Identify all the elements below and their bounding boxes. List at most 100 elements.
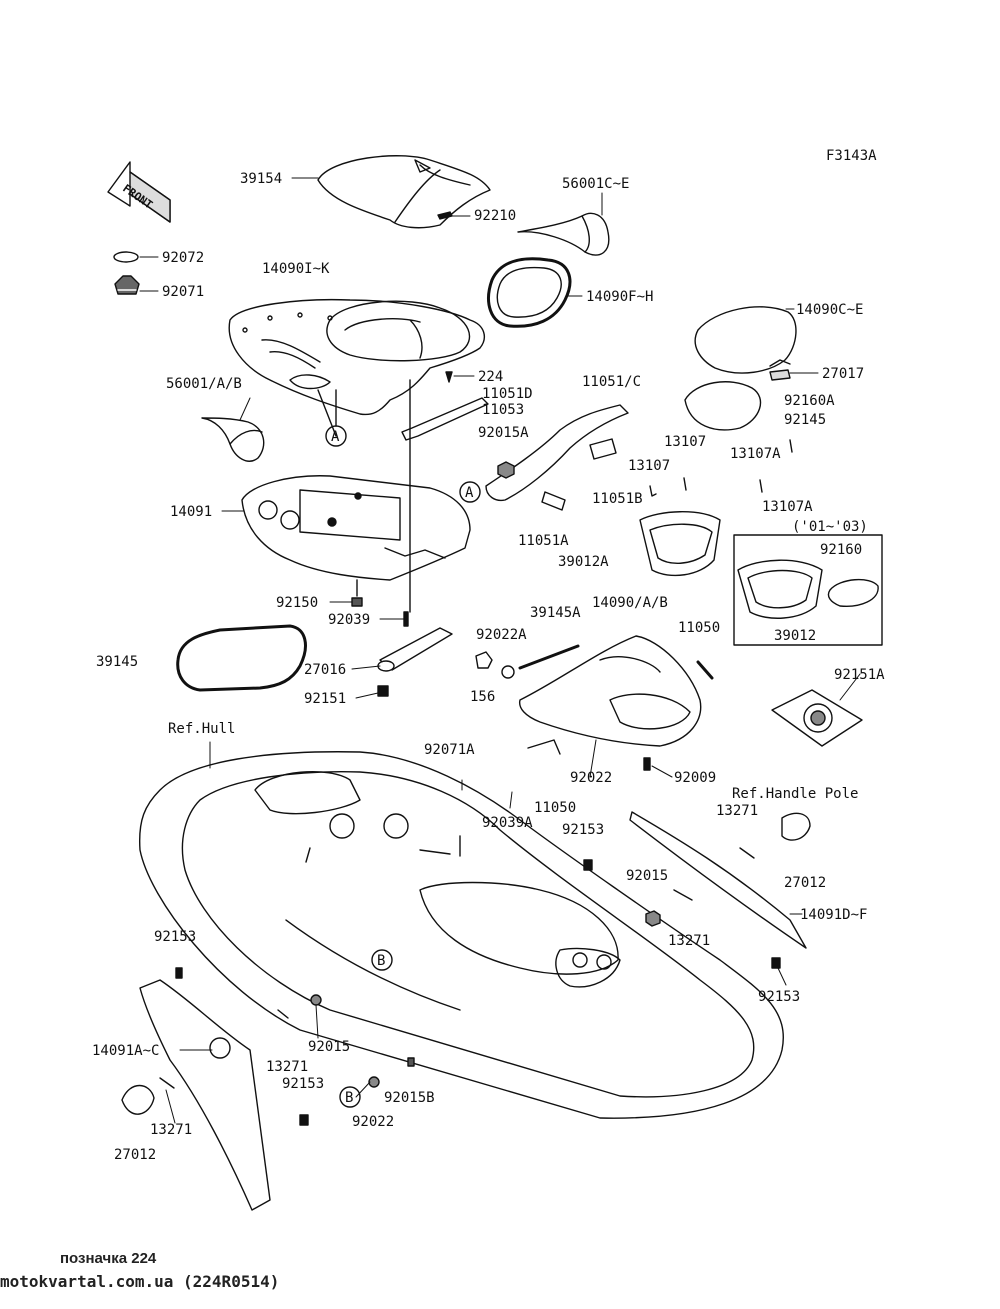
clamp-156-icon (475, 651, 493, 669)
label-14090I: 14090I~K (262, 261, 330, 277)
hull-icon (138, 751, 784, 1119)
top-deck-14090I-icon (228, 298, 486, 416)
caption-source: motokvartal.com.ua (224R0514) (0, 1272, 280, 1291)
label-92022-2: 92022 (352, 1114, 394, 1130)
hook-13107-icon (649, 485, 657, 497)
label-13271-2: 13271 (668, 933, 710, 949)
label-92039: 92039 (328, 612, 370, 628)
label-11051B: 11051B (592, 491, 643, 507)
ring-92072-icon (113, 251, 139, 263)
label-13107A-2: 13107A (762, 499, 813, 515)
label-13271-3: 13271 (266, 1059, 308, 1075)
label-11051A: 11051A (518, 533, 569, 549)
label-92145: 92145 (784, 412, 826, 428)
label-27017: 27017 (822, 366, 864, 382)
label-27012-2: 27012 (114, 1147, 156, 1163)
hood-14090-icon (518, 635, 702, 747)
screw-224-icon (445, 371, 453, 383)
label-39012: 39012 (774, 628, 816, 644)
lid-92160-icon (827, 579, 879, 607)
variant-box (733, 534, 883, 646)
label-92160: 92160 (820, 542, 862, 558)
label-14091: 14091 (170, 504, 212, 520)
label-39145: 39145 (96, 654, 138, 670)
label-13107A-1: 13107A (730, 446, 781, 462)
label-13107-2: 13107 (628, 458, 670, 474)
label-27016: 27016 (304, 662, 346, 678)
label-92071: 92071 (162, 284, 204, 300)
callout-B-1-label: B (377, 953, 385, 969)
label-14091A: 14091A~C (92, 1043, 159, 1059)
label-14090A: 14090/A/B (592, 595, 668, 611)
label-39145A: 39145A (530, 605, 581, 621)
label-56001C: 56001C~E (562, 176, 629, 192)
label-56001A: 56001/A/B (166, 376, 242, 392)
frame-14090F-icon (487, 257, 572, 328)
gasket-39145-icon (176, 624, 307, 692)
cap-56001C-icon (517, 212, 610, 256)
label-13271-4: 13271 (150, 1122, 192, 1138)
pin-92039-icon (403, 611, 409, 627)
label-92015-2: 92015 (308, 1039, 350, 1055)
label-92151A: 92151A (834, 667, 885, 683)
label-0103: ('01~'03) (792, 519, 868, 535)
label-92015A: 92015A (478, 425, 529, 441)
trim-14091D-icon (629, 811, 807, 949)
knob-56001A-icon (201, 417, 265, 462)
label-92039A: 92039A (482, 815, 533, 831)
washer-92022A-icon (501, 665, 515, 679)
label-92210: 92210 (474, 208, 516, 224)
label-156: 156 (470, 689, 495, 705)
label-92022-1: 92022 (570, 770, 612, 786)
label-27012-1: 27012 (784, 875, 826, 891)
label-39012A: 39012A (558, 554, 609, 570)
grip-27012b-icon (121, 1084, 155, 1115)
caption-label: позначка 224 (60, 1250, 157, 1267)
label-14091D: 14091D~F (800, 907, 867, 923)
label-11050-1: 11050 (678, 620, 720, 636)
grip-27012-icon (781, 812, 811, 841)
label-39154: 39154 (240, 171, 282, 187)
callout-A-1-label: A (331, 429, 340, 445)
label-92072: 92072 (162, 250, 204, 266)
label-92022A: 92022A (476, 627, 527, 643)
label-92071A: 92071A (424, 742, 475, 758)
label-ref-hull: Ref.Hull (168, 721, 235, 737)
callout-A-2: A (459, 481, 481, 503)
figure-id: F3143A (826, 148, 877, 164)
label-14090C: 14090C~E (796, 302, 863, 318)
label-11051D: 11051D (482, 386, 533, 402)
pin-11050-icon (696, 660, 714, 680)
label-224: 224 (478, 369, 503, 385)
trim-14091A-icon (139, 979, 271, 1211)
panel-14090C-icon (694, 306, 797, 374)
bolt-92150-icon (351, 597, 363, 607)
label-13271-1: 13271 (716, 803, 758, 819)
label-92153-4: 92153 (282, 1076, 324, 1092)
bolt-92151-icon (377, 685, 389, 697)
label-92150: 92150 (276, 595, 318, 611)
seat-cover-39154 (317, 155, 491, 229)
callout-A-2-label: A (465, 485, 474, 501)
callout-B-2-label: B (345, 1090, 353, 1106)
label-11050-2: 11050 (534, 800, 576, 816)
label-ref-handle-pole: Ref.Handle Pole (732, 786, 858, 802)
bracket-11051-icon (401, 397, 629, 511)
label-13107-1: 13107 (664, 434, 706, 450)
label-14090F: 14090F~H (586, 289, 653, 305)
label-92153-1: 92153 (562, 822, 604, 838)
label-92153-2: 92153 (154, 929, 196, 945)
callout-B-1: B (371, 949, 393, 971)
label-92151: 92151 (304, 691, 346, 707)
label-92160A: 92160A (784, 393, 835, 409)
label-92015-1: 92015 (626, 868, 668, 884)
lens-icon (684, 381, 762, 431)
label-92153-3: 92153 (758, 989, 800, 1005)
bucket-39012-icon (737, 559, 823, 619)
front-arrow-icon: FRONT (107, 161, 171, 223)
clip-92071-icon (114, 275, 140, 295)
hinge-27016-icon (377, 627, 453, 672)
part-27017-icon (769, 369, 791, 381)
label-11051C: 11051/C (582, 374, 641, 390)
